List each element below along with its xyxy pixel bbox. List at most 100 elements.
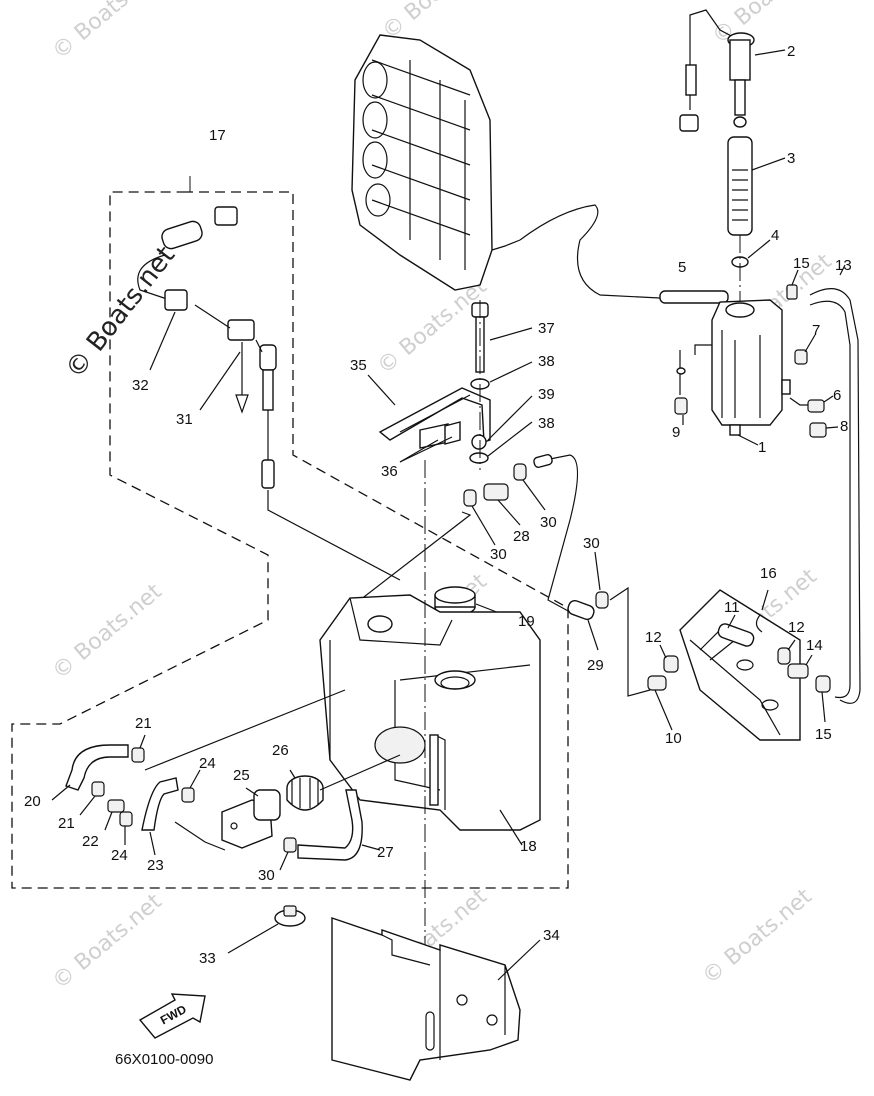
callout-label: 24 [111,847,128,864]
callout-label: 20 [24,793,41,810]
leader [487,421,533,457]
leader [144,689,346,771]
leader [659,644,667,659]
callout-label: 3 [787,150,795,167]
leader [367,374,396,406]
leader [754,49,786,56]
callout-label: 24 [199,755,216,772]
pad-36b [444,421,461,445]
hose-link [359,511,472,601]
group-17-boundary [11,191,569,889]
watermark-dark: © Boats.net [60,241,181,384]
callout-label: 12 [788,619,805,636]
clip-16 [755,614,763,633]
hose-5 [519,204,661,299]
callout-label: 38 [538,353,555,370]
leader [361,844,381,851]
callout-label: 29 [587,657,604,674]
callout-label: 30 [258,867,275,884]
callout-label: 34 [543,927,560,944]
band-33 [274,905,306,927]
callout-label: 16 [760,565,777,582]
callout-label: 28 [513,528,530,545]
strainer [727,136,753,236]
clip-30d [283,837,297,853]
callout-label: 10 [665,730,682,747]
callout-label: 13 [835,257,852,274]
callout-label: 18 [520,838,537,855]
leader [489,327,533,341]
callout-label: 15 [815,726,832,743]
callout-label: 36 [381,463,398,480]
leader [149,831,156,856]
callout-label: 17 [209,127,226,144]
callout-label: 11 [724,599,740,616]
sub-oil-tank [694,299,791,436]
callouts: 2 3 4 5 15 13 7 6 8 9 1 17 32 31 35 37 3… [24,43,852,967]
leader [189,769,201,789]
callout-label: 31 [176,411,193,428]
leader [227,923,279,954]
filler-cap-19 [434,586,476,616]
hose-link [609,586,651,697]
clip-21b [91,781,105,797]
hose [534,454,579,613]
callout-label: 15 [793,255,810,272]
callout-label: 2 [787,43,795,60]
callout-label: 27 [377,844,394,861]
pad-36 [419,423,449,449]
callout-label: 26 [272,742,289,759]
callout-label: 5 [678,259,686,276]
leader [522,479,546,511]
bracket-34 [331,917,521,1081]
callout-label: 38 [538,415,555,432]
washer-38b [469,452,489,464]
watermark: © Boats.net [48,579,167,685]
leader [737,434,759,446]
clip-12 [663,655,679,673]
clip-12b [777,647,791,665]
clip-15 [786,284,798,300]
joint-22 [107,799,125,813]
leader [805,654,813,666]
fitting-10 [647,675,667,691]
leader [139,734,146,749]
elbow-6 [807,399,825,413]
leader [823,395,834,403]
leader [587,619,599,651]
oil-tank-18 [319,594,541,831]
clip-24b [181,787,195,803]
watermark: © Boats.net [48,889,167,995]
leader [499,809,523,846]
engine-bracket [679,589,801,741]
leader [654,689,673,731]
watermark: © Boats.net [708,0,827,50]
clip-30 [463,489,477,507]
sensor-harness-31 [194,304,277,489]
engine-shroud [351,34,521,291]
wiring-harness-32 [137,206,238,311]
collar-39 [471,434,487,450]
callout-label: 35 [350,357,367,374]
leader [497,939,541,981]
callout-label: 21 [135,715,152,732]
sensor-9 [674,350,688,415]
hose-13-inner [809,300,851,699]
clip-24 [119,811,133,827]
fitting-7 [794,349,808,365]
leader [487,395,533,441]
leader [319,754,401,791]
leader [489,361,533,383]
leader [791,269,799,286]
hose-27 [297,789,363,861]
leader [787,639,796,651]
leader [104,811,113,831]
callout-label: 1 [758,439,766,456]
leader [747,239,771,259]
clip-30c [595,591,609,609]
callout-label: 21 [58,815,75,832]
watermark: © Boats.net [698,884,817,990]
leader [594,551,601,591]
